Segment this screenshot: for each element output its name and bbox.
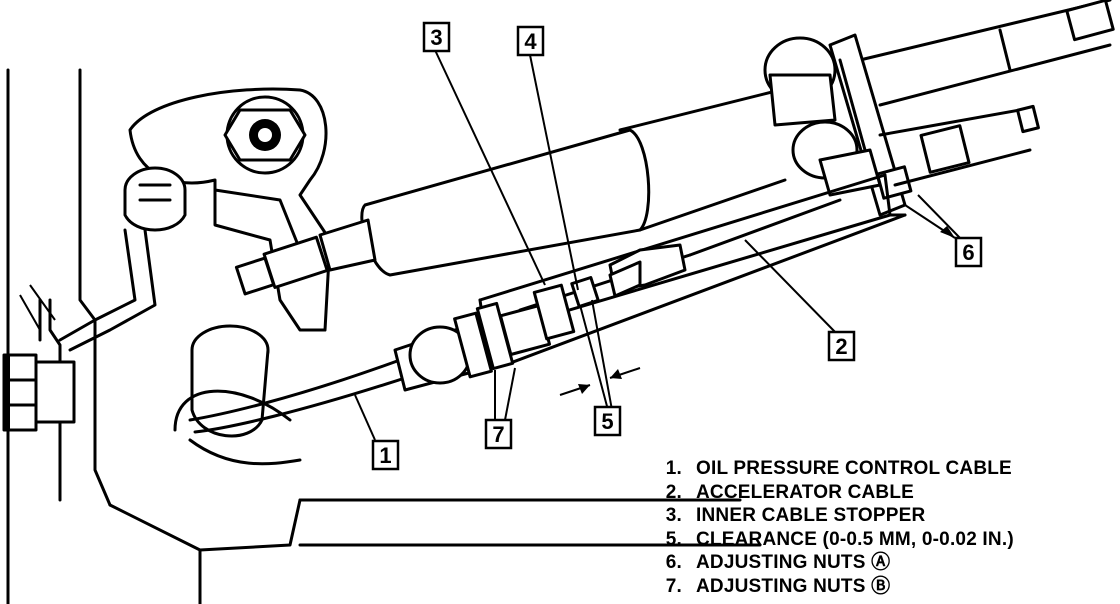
callout-6: 6 xyxy=(954,236,983,268)
legend-number: 7. xyxy=(665,575,682,597)
legend-text: ADJUSTING NUTS Ⓐ xyxy=(696,552,891,573)
svg-text:5: 5 xyxy=(601,409,613,434)
lower-right-cable xyxy=(878,104,1040,187)
legend-item: 7. ADJUSTING NUTS Ⓑ xyxy=(644,575,1104,599)
lower-cable-fittings xyxy=(393,283,576,392)
legend: 1. OIL PRESSURE CONTROL CABLE 2. ACCELER… xyxy=(644,457,1104,598)
callout-1: 1 xyxy=(371,439,400,471)
legend-item: 5. CLEARANCE (0-0.5 MM, 0-0.02 IN.) xyxy=(644,528,1104,552)
svg-text:3: 3 xyxy=(430,25,442,50)
mounting-bracket xyxy=(763,33,913,217)
legend-number: 5. xyxy=(665,528,682,550)
legend-text: ACCELERATOR CABLE xyxy=(696,481,915,503)
legend-text: CLEARANCE (0-0.5 MM, 0-0.02 IN.) xyxy=(696,528,1014,550)
clearance-dimension xyxy=(559,367,641,396)
legend-number: 3. xyxy=(665,505,682,526)
legend-number: 1. xyxy=(665,458,682,479)
svg-text:1: 1 xyxy=(379,443,391,468)
legend-text: ADJUSTING NUTS Ⓑ xyxy=(696,575,891,597)
left-nut-stack xyxy=(2,353,76,432)
engine-casting xyxy=(6,68,762,604)
upper-bolt xyxy=(123,166,187,232)
oil-pipe xyxy=(58,228,157,352)
legend-text: INNER CABLE STOPPER xyxy=(696,505,926,526)
svg-text:4: 4 xyxy=(524,29,537,54)
legend-item: 2. ACCELERATOR CABLE xyxy=(644,481,1104,505)
leader-lines xyxy=(354,49,961,441)
upper-cable-housing xyxy=(234,88,787,296)
legend-number: 6. xyxy=(665,552,682,573)
callout-4: 4 xyxy=(516,25,545,57)
legend-number: 2. xyxy=(665,481,682,503)
legend-item: 6. ADJUSTING NUTS Ⓐ xyxy=(644,551,1104,575)
callout-5: 5 xyxy=(593,405,622,437)
legend-item: 1. OIL PRESSURE CONTROL CABLE xyxy=(644,457,1104,481)
legend-text: OIL PRESSURE CONTROL CABLE xyxy=(696,458,1012,479)
svg-text:2: 2 xyxy=(835,334,847,359)
callout-2: 2 xyxy=(827,330,856,362)
callout-3: 3 xyxy=(422,21,451,53)
cable-clamp xyxy=(173,324,302,466)
callout-7: 7 xyxy=(484,418,513,450)
oil-pressure-control-cable xyxy=(188,358,407,434)
svg-text:6: 6 xyxy=(962,240,974,265)
legend-item: 3. INNER CABLE STOPPER xyxy=(644,504,1104,528)
upper-right-cable xyxy=(858,0,1115,107)
bracket-arm xyxy=(128,87,332,332)
svg-text:7: 7 xyxy=(492,422,504,447)
